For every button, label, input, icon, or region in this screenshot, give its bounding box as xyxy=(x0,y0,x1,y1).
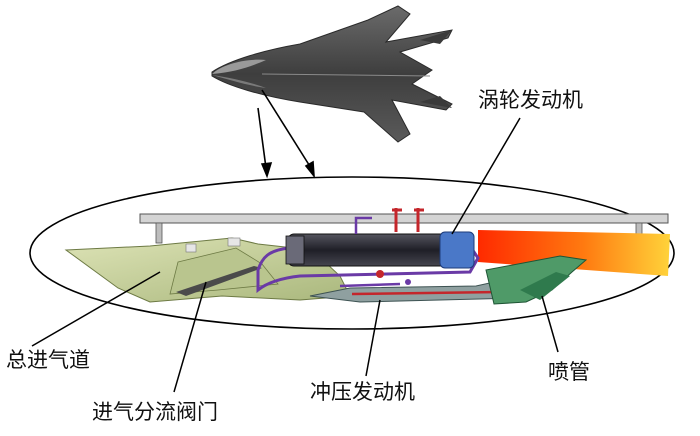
aircraft-body xyxy=(211,5,453,143)
aircraft-centerline xyxy=(261,73,431,77)
leader-nozzle xyxy=(541,295,559,353)
aircraft-illustration xyxy=(211,5,453,143)
detail-purple-valve xyxy=(405,279,411,285)
ramjet-purple-line xyxy=(339,282,401,288)
nozzle-label: 喷管 xyxy=(548,360,590,384)
aircraft-tail-fin-upper xyxy=(420,30,452,44)
turbine-compressor-blue xyxy=(439,231,475,269)
detail-red-valve xyxy=(376,270,384,278)
main-inlet-label: 总进气道 xyxy=(6,348,90,372)
leader-splitter-valve xyxy=(173,281,207,393)
turbine-fan-section xyxy=(285,235,305,265)
leader-lines xyxy=(31,117,559,393)
fuel-line-purple xyxy=(354,216,372,234)
leader-ramjet xyxy=(365,299,381,377)
ramjet-red-line xyxy=(351,290,501,296)
detail-sensor-box xyxy=(227,237,241,247)
pointer-arrows xyxy=(257,89,315,179)
aircraft-nose-lower xyxy=(212,75,266,88)
aircraft-nose xyxy=(212,59,266,74)
inlet-splitter-valve xyxy=(176,266,262,296)
cross-section-ellipse xyxy=(29,176,675,330)
upper-frame-rail xyxy=(139,213,669,224)
detail-sensor-box-2 xyxy=(185,243,197,253)
leader-main-inlet xyxy=(31,271,161,347)
ramjet-engine-label: 冲压发动机 xyxy=(310,380,415,404)
inlet-splitter-valve-label: 进气分流阀门 xyxy=(92,400,218,424)
leader-turbine xyxy=(451,117,521,235)
frame-post-left xyxy=(155,222,163,244)
engine-cross-section xyxy=(64,208,670,305)
nozzle-lower-flap xyxy=(520,272,570,300)
aircraft-tail-fin-lower xyxy=(420,96,452,108)
turbine-engine-label: 涡轮发动机 xyxy=(478,88,583,112)
splitter-panel xyxy=(169,247,279,295)
